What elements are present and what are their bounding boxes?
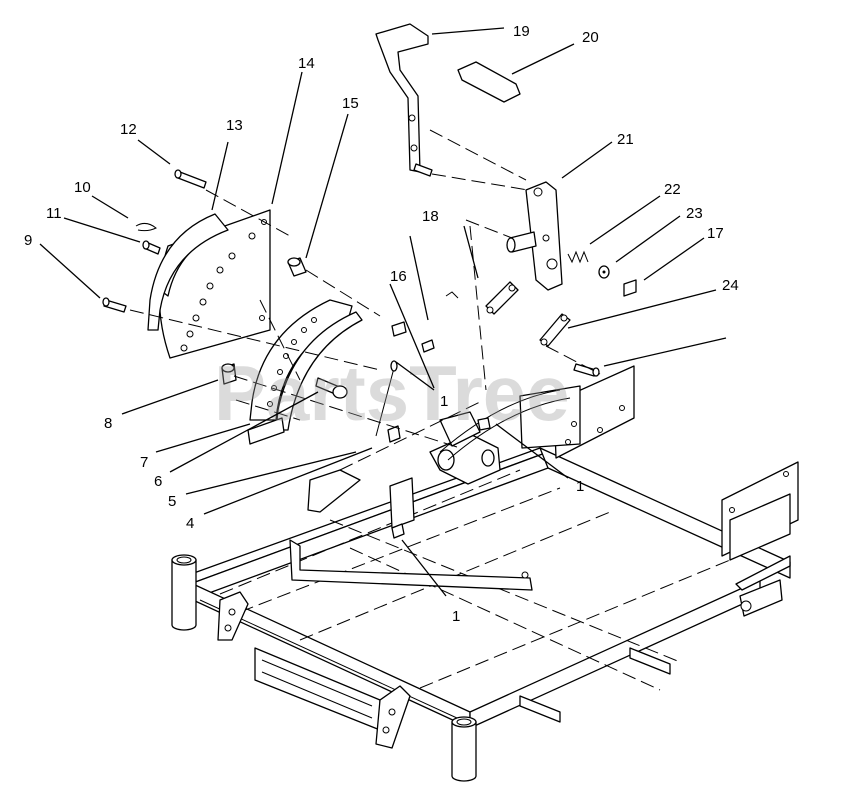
callout-7: 9	[24, 232, 32, 249]
bolt-7	[102, 297, 127, 313]
callout-9: 11	[46, 205, 62, 222]
nut-15	[623, 279, 637, 297]
pivot-arm	[525, 181, 563, 291]
callout-1-upper: 1	[440, 393, 448, 410]
frame-bracket-middle	[375, 685, 411, 749]
callout-1-lower: 1	[452, 608, 460, 625]
callout-18: 20	[582, 29, 599, 46]
callout-12: 14	[298, 55, 315, 72]
sector-cover	[147, 213, 229, 331]
lift-handle	[375, 23, 433, 177]
callout-10: 12	[120, 121, 137, 138]
nut-1-lower	[391, 523, 405, 539]
callout-2: 4	[186, 515, 194, 532]
bolt-9	[142, 240, 161, 255]
callout-17: 19	[513, 23, 530, 40]
mower-frame	[179, 447, 791, 731]
callout-21: 23	[686, 205, 703, 222]
projection-lines	[129, 129, 601, 471]
hairpin-8	[135, 222, 157, 232]
callout-14: 16	[390, 268, 407, 285]
callout-4: 6	[154, 473, 162, 490]
spacer-13	[287, 257, 307, 277]
callout-11: 13	[226, 117, 243, 134]
lift-arm-bracket	[289, 469, 533, 591]
bolt-10	[174, 169, 207, 189]
callout-20: 22	[664, 181, 681, 198]
nut-24	[391, 321, 435, 353]
nut-1-right	[477, 417, 491, 431]
callout-5: 7	[140, 454, 148, 471]
spring-20	[567, 250, 589, 264]
slider-plate	[247, 417, 285, 445]
pivot-pin	[506, 231, 537, 253]
front-post-left	[171, 554, 197, 631]
callout-22: 24	[722, 277, 739, 294]
handle-grip	[457, 61, 521, 103]
callout-6: 8	[104, 415, 112, 432]
callout-13: 15	[342, 95, 359, 112]
shoulder-bolt-4	[315, 377, 348, 399]
sector-spacer-plate	[275, 311, 363, 431]
callout-19: 21	[617, 131, 634, 148]
watermark: PartsTree	[214, 349, 570, 437]
pivot-assembly	[429, 389, 571, 485]
spacer-6	[221, 363, 237, 385]
callouts: 19 20 21 22 23 17 24 18 16 15 14 13 12 1…	[24, 23, 739, 625]
washer-21	[598, 265, 610, 279]
link-16	[445, 281, 519, 315]
rear-hitch-bracket	[721, 461, 799, 617]
callout-1-right: 1	[576, 478, 584, 495]
callout-8: 10	[74, 179, 91, 196]
cable-rod	[375, 360, 398, 437]
callout-3: 5	[168, 493, 176, 510]
mount-bracket	[519, 365, 635, 459]
link-22	[539, 313, 571, 347]
callout-15: 17	[707, 225, 724, 242]
frame-bracket-left	[217, 591, 249, 641]
front-post-right	[451, 716, 477, 782]
bolt-23	[573, 363, 600, 377]
callout-16: 18	[422, 208, 439, 225]
